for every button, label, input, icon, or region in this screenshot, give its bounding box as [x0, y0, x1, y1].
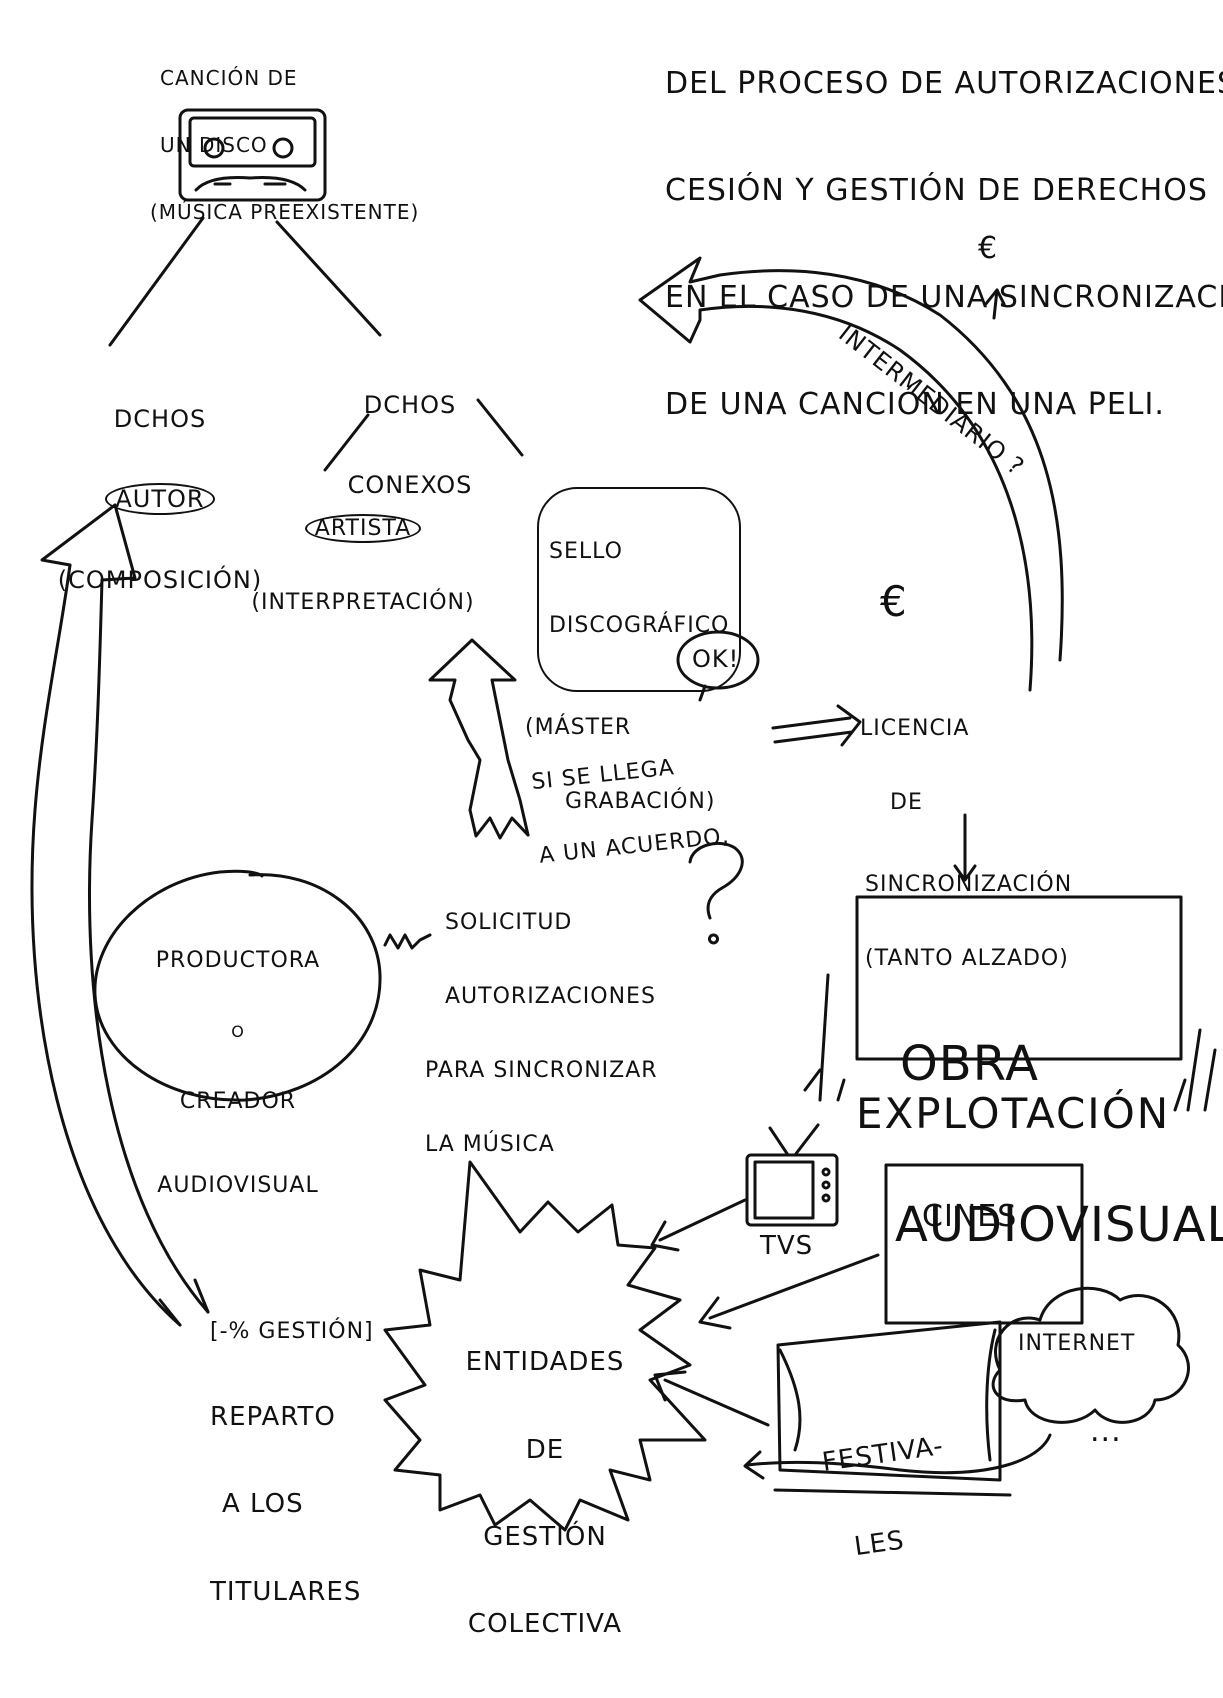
- collective-line-1: ENTIDADES: [465, 1347, 625, 1378]
- author-rights-line-1: DCHOS: [113, 404, 207, 433]
- producer-node: PRODUCTORA O CREADOR AUDIOVISUAL: [108, 900, 368, 1248]
- question-mark-icon: [688, 841, 744, 945]
- label-line-3: (MÁSTER: [525, 715, 632, 741]
- diagram-title: DEL PROCESO DE AUTORIZACIONES, CESIÓN Y …: [665, 0, 1223, 488]
- producer-circle: [93, 869, 382, 1102]
- line-to-related-rights: [275, 220, 382, 337]
- license-line-2: DE: [890, 790, 923, 816]
- audiovisual-work-box: [855, 895, 1183, 1061]
- song-line-2: UN DISCO: [160, 132, 268, 157]
- more-channels: ...: [1090, 1414, 1122, 1449]
- work-line-2: AUDIOVISUAL: [895, 1196, 1223, 1253]
- label-line-4: GRABACIÓN): [565, 789, 716, 815]
- tv-icon: [745, 1123, 839, 1227]
- intermediary-euro: €: [978, 231, 999, 266]
- related-rights-line-1: DCHOS: [363, 390, 457, 419]
- author-rights-line-3: (COMPOSICIÓN): [57, 566, 263, 594]
- internet-label: INTERNET: [1018, 1331, 1136, 1356]
- request-line-1: SOLICITUD: [445, 910, 573, 936]
- license-line-4: (TANTO ALZADO): [865, 945, 1069, 971]
- title-line-3: EN EL CASO DE UNA SINCRONIZACIÓN: [665, 279, 1223, 315]
- producer-line-3: CREADOR: [179, 1089, 297, 1115]
- request-line-3: PARA SINCRONIZAR: [425, 1058, 658, 1083]
- title-line-4: DE UNA CANCIÓN EN UNA PELI.: [665, 386, 1165, 422]
- exploitation-sprouts: [803, 973, 1217, 1112]
- exploitation-label: EXPLOTACIÓN: [856, 1089, 1171, 1138]
- festival-screen-icon: [773, 1320, 1012, 1497]
- festivals-line-1: FESTIVA-: [820, 1431, 946, 1479]
- license-node: LICENCIA DE SINCRONIZACIÓN (TANTO ALZADO…: [845, 668, 1072, 1021]
- collective-entities-label: ENTIDADES DE GESTIÓN COLECTIVA: [430, 1290, 660, 1698]
- line-to-artist: [323, 413, 370, 472]
- internet-cloud-icon: [991, 1286, 1190, 1424]
- distribution-line-2: A LOS: [222, 1489, 304, 1520]
- related-rights-node: DCHOS CONEXOS: [330, 338, 490, 553]
- arrow-license-to-rights: [638, 256, 1064, 692]
- request-line-2: AUTORIZACIONES: [445, 984, 656, 1010]
- cinemas-label: CINES: [922, 1199, 1018, 1234]
- rights-process-diagram: DEL PROCESO DE AUTORIZACIONES, CESIÓN Y …: [30, 0, 1223, 1639]
- agreement-line-1: SI SE LLEGA: [530, 755, 676, 796]
- artist-oval: ARTISTA: [304, 514, 422, 544]
- cassette-tape-icon: [178, 108, 327, 202]
- tv-label: TVs: [760, 1231, 814, 1261]
- song-line-1: CANCIÓN DE: [160, 65, 298, 90]
- arrow-request-up: [428, 638, 530, 840]
- festivals-line-2: LES: [852, 1524, 907, 1562]
- song-label: CANCIÓN DE UN DISCO (MÚSICA PREEXISTENTE…: [150, 22, 419, 268]
- request-line-4: LA MÚSICA: [425, 1131, 555, 1157]
- line-to-author-rights: [108, 216, 205, 347]
- collective-line-2: DE: [525, 1434, 565, 1465]
- work-line-1: OBRA: [900, 1035, 1039, 1092]
- license-euro: €: [880, 577, 909, 626]
- author-oval: AUTOR: [105, 483, 215, 516]
- title-line-2: CESIÓN Y GESTIÓN DE DERECHOS: [665, 172, 1208, 208]
- arrow-license-to-work: [953, 813, 977, 882]
- related-rights-line-2: CONEXOS: [347, 471, 473, 500]
- song-line-3: (MÚSICA PREEXISTENTE): [150, 200, 420, 225]
- label-line-2: DISCOGRÁFICO: [548, 612, 730, 638]
- producer-line-4: AUDIOVISUAL: [157, 1173, 319, 1199]
- collective-line-4: COLECTIVA: [467, 1609, 623, 1640]
- artist-node: ARTISTA (INTERPRETACIÓN): [248, 468, 478, 665]
- distribution-node: [-% GESTIÓN] REPARTO A LOS TITULARES: [210, 1262, 374, 1665]
- distribution-line-3: TITULARES: [210, 1576, 362, 1607]
- double-arrow-to-license: [771, 704, 862, 747]
- diagram-drawing: [30, 108, 1217, 1532]
- producer-line-2: O: [231, 1022, 245, 1042]
- request-node: SOLICITUD AUTORIZACIONES PARA SINCRONIZA…: [425, 862, 658, 1207]
- ok-text: OK!: [692, 645, 740, 673]
- audiovisual-work-label: OBRA AUDIOVISUAL: [895, 930, 1223, 1360]
- license-line-1: LICENCIA: [860, 716, 970, 742]
- collective-line-3: GESTIÓN: [483, 1521, 607, 1552]
- producer-line-1: PRODUCTORA: [155, 948, 321, 974]
- arrow-distribution-to-authors: [30, 503, 210, 1327]
- line-to-label: [476, 398, 524, 457]
- collective-entities-burst: [383, 1160, 707, 1532]
- distribution-line-1: REPARTO: [210, 1402, 336, 1433]
- license-line-3: SINCRONIZACIÓN: [865, 872, 1073, 897]
- distribution-bracket: [-% GESTIÓN]: [210, 1319, 374, 1345]
- artist-line-2: (INTERPRETACIÓN): [251, 590, 475, 616]
- label-line-1: SELLO: [548, 538, 623, 564]
- title-line-1: DEL PROCESO DE AUTORIZACIONES,: [665, 66, 1223, 102]
- record-label-node: SELLO DISCOGRÁFICO (MÁSTER GRABACIÓN): [505, 462, 742, 864]
- author-rights-node: DCHOS AUTOR (COMPOSICIÓN): [45, 352, 275, 648]
